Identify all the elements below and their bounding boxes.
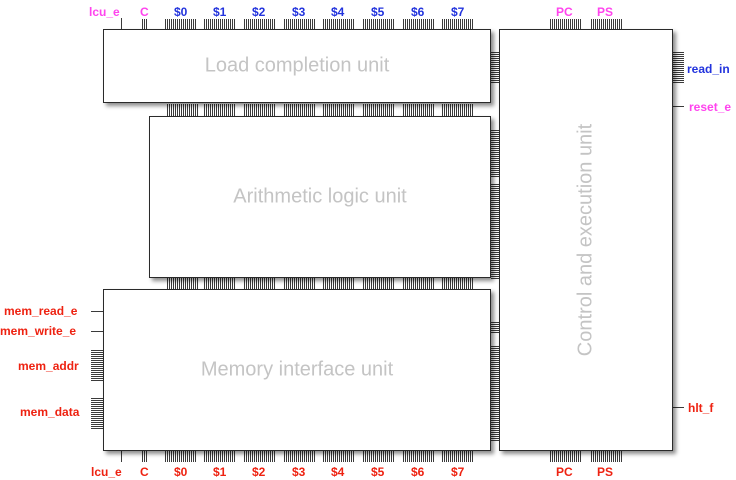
top-label-lcu-e: lcu_e bbox=[89, 5, 120, 19]
bottom-label-reg-4: $4 bbox=[331, 465, 345, 479]
top-label-reg-2: $2 bbox=[252, 5, 266, 19]
top-label-reg-6: $6 bbox=[411, 5, 425, 19]
top-label-reg-0: $0 bbox=[174, 5, 188, 19]
bottom-label-c: C bbox=[140, 465, 149, 479]
bottom-label-reg-6: $6 bbox=[411, 465, 425, 479]
top-label-pc: PC bbox=[556, 5, 573, 19]
top-label-reg-4: $4 bbox=[331, 5, 345, 19]
top-label-c: C bbox=[140, 5, 149, 19]
arithmetic-logic-unit-label: Arithmetic logic unit bbox=[233, 185, 407, 208]
left-label-mem-addr: mem_addr bbox=[18, 359, 79, 373]
right-label-reset-e: reset_e bbox=[689, 100, 732, 114]
right-label-read-in: read_in bbox=[687, 62, 730, 76]
top-label-reg-5: $5 bbox=[371, 5, 385, 19]
left-label-mem-write-e: mem_write_e bbox=[0, 324, 77, 338]
bottom-label-reg-0: $0 bbox=[174, 465, 188, 479]
bottom-label-reg-1: $1 bbox=[213, 465, 227, 479]
load-completion-unit: Load completion unit bbox=[103, 29, 491, 103]
bottom-label-reg-7: $7 bbox=[451, 465, 465, 479]
bottom-label-ps: PS bbox=[597, 465, 614, 479]
control-execution-unit: Control and execution unit bbox=[499, 29, 673, 451]
top-label-reg-7: $7 bbox=[451, 5, 465, 19]
top-label-reg-1: $1 bbox=[213, 5, 227, 19]
bottom-label-reg-5: $5 bbox=[371, 465, 385, 479]
left-label-mem-read-e: mem_read_e bbox=[4, 304, 78, 318]
bottom-label-reg-2: $2 bbox=[252, 465, 266, 479]
memory-interface-unit-label: Memory interface unit bbox=[200, 358, 394, 381]
arithmetic-logic-unit: Arithmetic logic unit bbox=[149, 116, 491, 278]
bottom-label-pc: PC bbox=[556, 465, 573, 479]
memory-interface-unit: Memory interface unit bbox=[103, 289, 491, 451]
right-label-hlt-f: hlt_f bbox=[688, 401, 714, 415]
bottom-label-lcu-e: lcu_e bbox=[91, 465, 122, 479]
load-completion-unit-label: Load completion unit bbox=[204, 54, 390, 77]
left-label-mem-data: mem_data bbox=[20, 405, 80, 419]
top-label-reg-3: $3 bbox=[292, 5, 306, 19]
control-execution-unit-label: Control and execution unit bbox=[574, 123, 597, 357]
bottom-label-reg-3: $3 bbox=[292, 465, 306, 479]
top-label-ps: PS bbox=[597, 5, 614, 19]
